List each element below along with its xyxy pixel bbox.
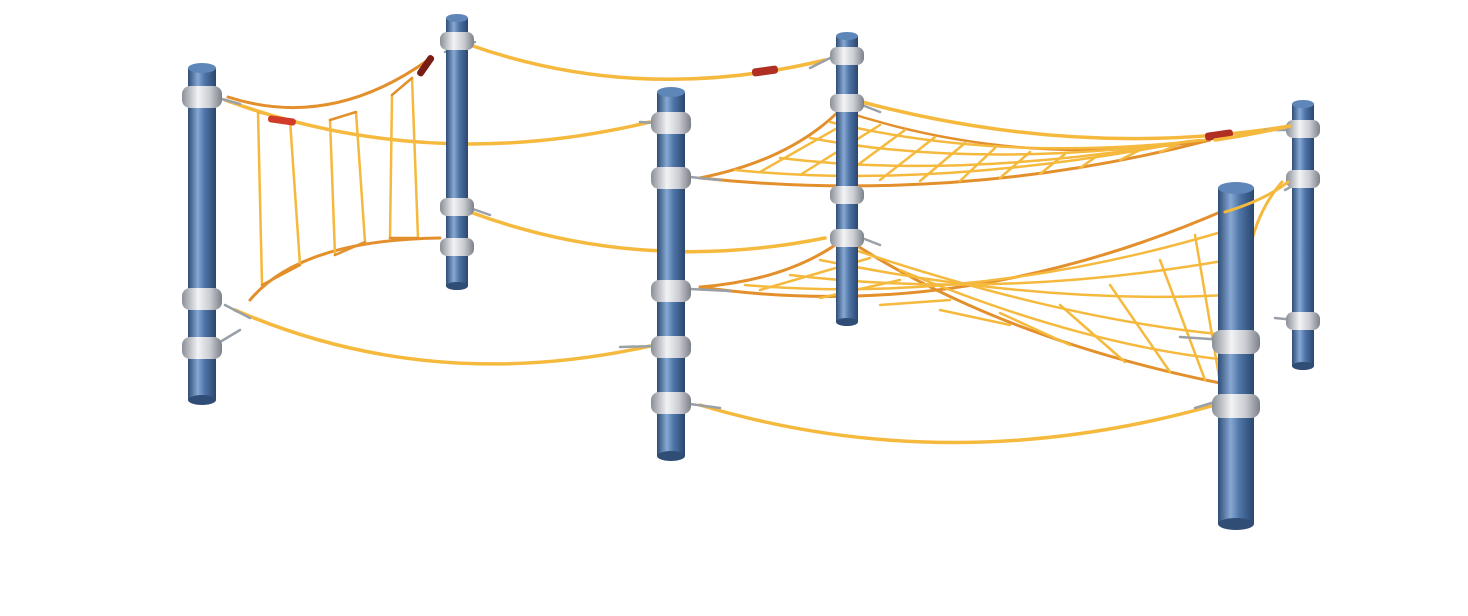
clamp (651, 392, 691, 414)
clamp (440, 198, 474, 216)
post-2 (440, 14, 474, 290)
back-middle-rope (468, 210, 827, 254)
bottom-front-rope (698, 403, 1217, 445)
grip-icon (267, 115, 296, 126)
front-lower-net-edge (1223, 180, 1290, 214)
clamp (182, 337, 222, 359)
clamp (651, 336, 691, 358)
grip-icon (417, 55, 435, 77)
right-back-top-rope (860, 100, 1292, 141)
clamp (440, 238, 474, 256)
left-net-rung (256, 110, 264, 287)
post-5 (1286, 100, 1320, 370)
left-net-rung (328, 118, 337, 257)
clamp (830, 229, 864, 247)
front-top-right-rope (1213, 124, 1292, 142)
left-net-rung (388, 93, 394, 240)
clamp (830, 186, 864, 204)
clamp (1212, 330, 1260, 354)
clamp (440, 32, 474, 50)
clamp (1286, 120, 1320, 138)
post-4 (830, 32, 864, 326)
lower-left-rope (233, 308, 652, 366)
back-top-rope (468, 43, 827, 81)
post-6 (1212, 182, 1260, 530)
clamp (651, 280, 691, 302)
clamp (1286, 312, 1320, 330)
left-net-rail (256, 76, 420, 287)
left-net-rung (354, 110, 367, 244)
post-1 (182, 63, 222, 405)
clamp (651, 112, 691, 134)
lower-net (698, 208, 1232, 387)
left-net-rung (410, 76, 420, 240)
left-net-top-rope (226, 58, 430, 110)
post-3 (651, 87, 691, 461)
clamp (1286, 170, 1320, 188)
back-rope-layer (223, 43, 1292, 445)
clamp (182, 86, 222, 108)
grip-icon (751, 65, 779, 77)
left-net-bottom-rope (248, 236, 442, 302)
clamp (1212, 394, 1260, 418)
front-rope-layer (1213, 124, 1292, 214)
clamp (182, 288, 222, 310)
clamp (830, 94, 864, 112)
posts (182, 14, 1320, 530)
clamp (651, 167, 691, 189)
clamp (830, 47, 864, 65)
left-net-rung (288, 118, 302, 267)
